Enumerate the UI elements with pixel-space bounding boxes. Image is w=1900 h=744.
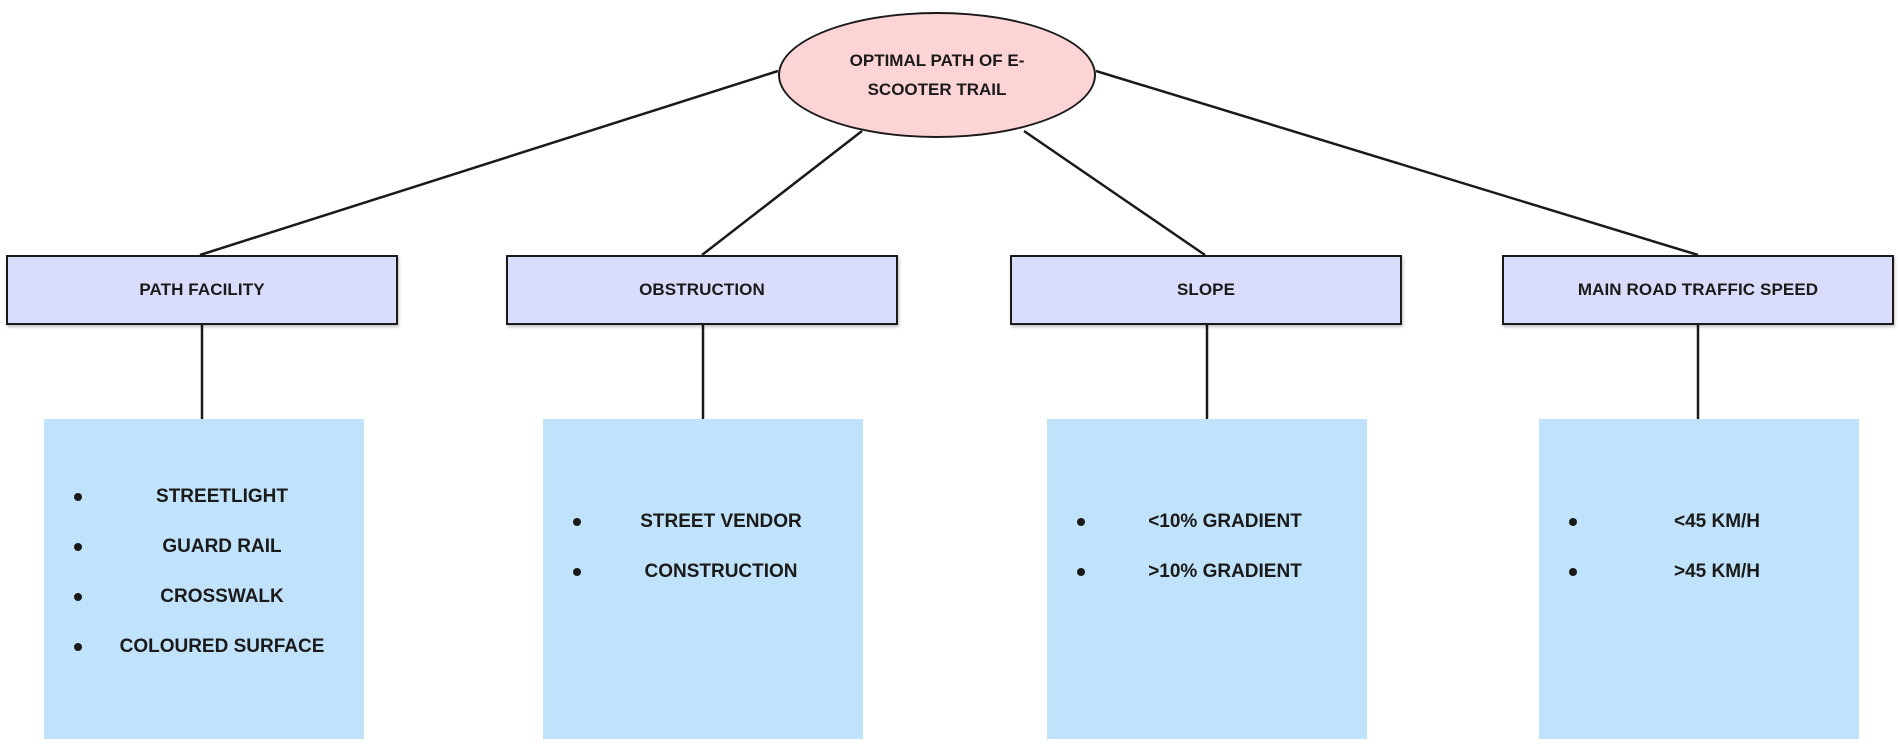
- detail-list-obstruction: STREET VENDOR CONSTRUCTION: [543, 497, 863, 597]
- list-item: >45 KM/H: [1539, 547, 1859, 597]
- detail-box-main-road-traffic-speed: <45 KM/H >45 KM/H: [1539, 419, 1859, 739]
- category-main-road-traffic-speed: MAIN ROAD TRAFFIC SPEED: [1502, 255, 1894, 325]
- detail-list-slope: <10% GRADIENT >10% GRADIENT: [1047, 497, 1367, 597]
- bullet-icon: [74, 493, 82, 501]
- root-node-label: OPTIMAL PATH OF E-SCOOTER TRAIL: [849, 51, 1025, 99]
- list-item-text: STREET VENDOR: [640, 511, 802, 532]
- bullet-icon: [573, 568, 581, 576]
- category-path-facility: PATH FACILITY: [6, 255, 398, 325]
- list-item: <10% GRADIENT: [1047, 497, 1367, 547]
- list-item-text: <45 KM/H: [1673, 511, 1761, 532]
- list-item: COLOURED SURFACE: [44, 622, 364, 672]
- category-path-facility-label: PATH FACILITY: [139, 280, 265, 299]
- root-node: OPTIMAL PATH OF E-SCOOTER TRAIL: [778, 12, 1096, 138]
- list-item-text: GUARD RAIL: [162, 536, 282, 557]
- bullet-icon: [74, 643, 82, 651]
- list-item-text: STREETLIGHT: [156, 486, 288, 507]
- list-item: CROSSWALK: [44, 572, 364, 622]
- list-item-text: >45 KM/H: [1673, 561, 1761, 582]
- list-item-text: CROSSWALK: [160, 586, 284, 607]
- list-item-text: <10% GRADIENT: [1148, 511, 1302, 532]
- list-item: <45 KM/H: [1539, 497, 1859, 547]
- category-obstruction-label: OBSTRUCTION: [639, 280, 765, 299]
- detail-box-path-facility: STREETLIGHT GUARD RAIL CROSSWALK COLOURE…: [44, 419, 364, 739]
- bullet-icon: [1569, 518, 1577, 526]
- bullet-icon: [573, 518, 581, 526]
- bullet-icon: [1077, 518, 1085, 526]
- list-item: CONSTRUCTION: [543, 547, 863, 597]
- list-item-text: >10% GRADIENT: [1148, 561, 1302, 582]
- bullet-icon: [74, 543, 82, 551]
- bullet-icon: [1569, 568, 1577, 576]
- bullet-icon: [1077, 568, 1085, 576]
- list-item: GUARD RAIL: [44, 522, 364, 572]
- category-main-road-traffic-speed-label: MAIN ROAD TRAFFIC SPEED: [1577, 280, 1819, 299]
- detail-box-slope: <10% GRADIENT >10% GRADIENT: [1047, 419, 1367, 739]
- detail-list-main-road-traffic-speed: <45 KM/H >45 KM/H: [1539, 497, 1859, 597]
- connector-root-to-obstruction: [701, 130, 863, 256]
- category-slope-label: SLOPE: [1176, 280, 1236, 299]
- bullet-icon: [74, 593, 82, 601]
- connector-root-to-path-facility: [199, 69, 779, 257]
- connector-root-to-slope: [1023, 129, 1206, 257]
- detail-list-path-facility: STREETLIGHT GUARD RAIL CROSSWALK COLOURE…: [44, 472, 364, 672]
- list-item: STREET VENDOR: [543, 497, 863, 547]
- connector-root-to-main-road-traffic-speed: [1095, 69, 1699, 257]
- list-item: >10% GRADIENT: [1047, 547, 1367, 597]
- list-item-text: CONSTRUCTION: [644, 561, 798, 582]
- category-slope: SLOPE: [1010, 255, 1402, 325]
- detail-box-obstruction: STREET VENDOR CONSTRUCTION: [543, 419, 863, 739]
- list-item: STREETLIGHT: [44, 472, 364, 522]
- list-item-text: COLOURED SURFACE: [119, 636, 325, 657]
- category-obstruction: OBSTRUCTION: [506, 255, 898, 325]
